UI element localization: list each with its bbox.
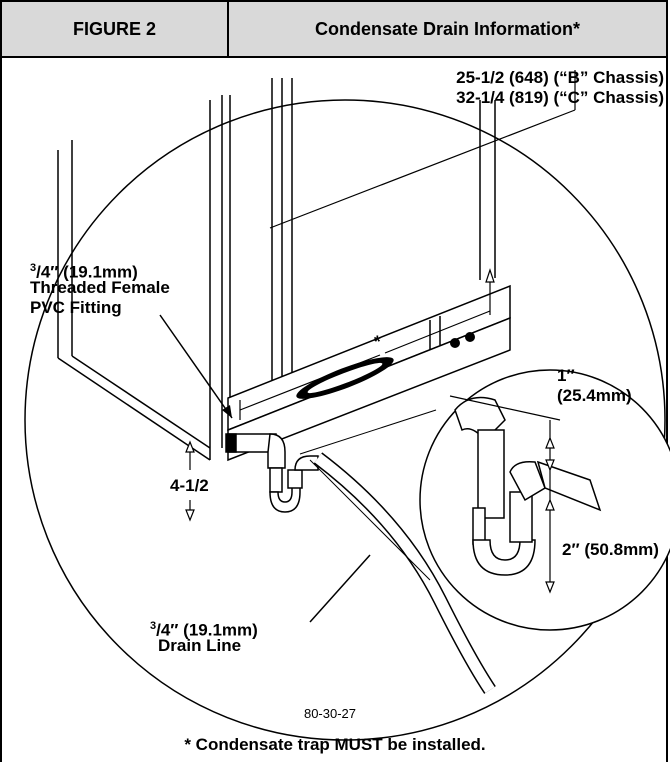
wall-studs <box>57 78 496 461</box>
fitting-material-label: PVC Fitting <box>30 298 122 317</box>
detail-circle <box>24 99 666 741</box>
magnified-trap <box>454 396 602 576</box>
drain-size-label: 3/4″ (19.1mm) <box>150 616 258 641</box>
magnified-dimensions <box>449 395 561 594</box>
two-inch-label: 2″ (50.8mm) <box>562 540 659 559</box>
figure-frame <box>0 56 668 762</box>
chassis-b-label: 25-1/2 (648) (“B” Chassis) <box>456 68 664 87</box>
height-dimension <box>185 440 195 522</box>
four-half-label: 4-1/2 <box>170 476 209 495</box>
figure-header: FIGURE 2 Condensate Drain Information* <box>0 0 668 58</box>
chassis-dimension <box>239 70 576 420</box>
fitting-size-sup: 3 <box>30 262 37 274</box>
fitting-size-text: /4″ (19.1mm) <box>36 262 138 282</box>
drain-line-label: Drain Line <box>158 636 242 655</box>
footnote: * Condensate trap MUST be installed. <box>184 735 486 754</box>
fitting-type-label: Threaded Female <box>30 278 170 297</box>
mounting-hole <box>450 338 460 348</box>
drain-size-text: /4″ (19.1mm) <box>156 620 258 640</box>
one-inch-mm-label: (25.4mm) <box>557 386 632 405</box>
part-number: 80-30-27 <box>303 706 357 721</box>
drain-size-sup: 3 <box>150 620 157 632</box>
figure-title: Condensate Drain Information* <box>229 0 668 58</box>
fitting-size-label: 3/4″ (19.1mm) <box>30 258 138 283</box>
mounting-hole <box>465 332 475 342</box>
fitting-pipe <box>225 433 319 513</box>
chassis-c-label: 32-1/4 (819) (“C” Chassis) <box>456 88 664 107</box>
asterisk-marker: * <box>374 332 381 351</box>
one-inch-label: 1″ <box>557 366 575 385</box>
figure-label: FIGURE 2 <box>0 0 229 58</box>
